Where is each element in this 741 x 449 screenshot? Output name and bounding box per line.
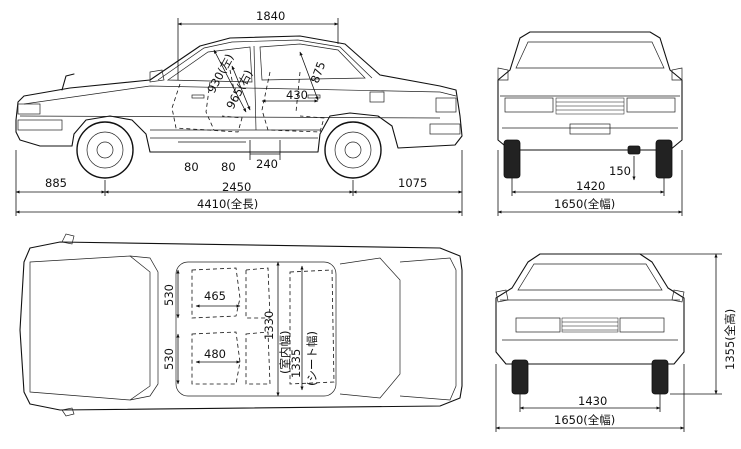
side-seat-dim-2: 80: [221, 160, 236, 174]
front-view: [495, 253, 722, 432]
front-overall-height: 1355(全高): [723, 309, 737, 370]
top-seat-depth-rear: 530: [162, 348, 176, 370]
rear-track: 1420: [576, 179, 605, 193]
side-overall-length: 4410(全長): [197, 197, 258, 211]
front-track: 1430: [578, 394, 607, 408]
top-seat-width-label: (シート幅): [305, 331, 319, 386]
side-seat-dim-1: 80: [184, 160, 199, 174]
rear-ground-clearance: 150: [609, 164, 631, 178]
front-overall-width: 1650(全幅): [554, 413, 615, 427]
side-cabin-dim-length: 430: [286, 88, 308, 102]
side-dimension-lines: [15, 18, 463, 216]
side-front-overhang: 885: [45, 176, 67, 190]
rear-view: [497, 31, 683, 216]
top-seat-depth-front: 530: [162, 284, 176, 306]
top-interior-width: 1330: [262, 311, 276, 340]
top-interior-width-label: (室内幅): [278, 331, 292, 374]
top-seat-width-total: 1335: [289, 349, 303, 378]
side-rear-overhang: 1075: [398, 176, 427, 190]
top-view: [19, 233, 463, 417]
side-view: [15, 35, 463, 179]
top-seat-width-front: 465: [204, 289, 226, 303]
side-top-dimension: 1840: [256, 9, 285, 23]
top-seat-width-rear: 480: [204, 347, 226, 361]
rear-overall-width: 1650(全幅): [554, 197, 615, 211]
side-seat-dim-3: 240: [256, 157, 278, 171]
